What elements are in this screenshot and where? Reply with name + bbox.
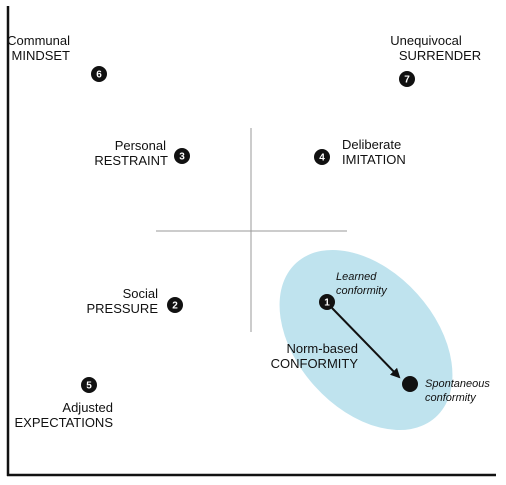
number-badge [81,377,97,393]
number-badge [314,149,330,165]
item-deliberate-imitation: 4 Deliberate IMITATION [314,137,406,167]
item-line1: Communal [7,33,70,48]
learned-conformity: Learned conformity 1 [319,271,401,379]
item-personal-restraint: Personal RESTRAINT 3 [94,138,190,168]
number-badge [319,294,335,310]
item-line1: Social [123,286,159,301]
item-line2: RESTRAINT [94,153,168,168]
group-line2: CONFORMITY [271,356,359,371]
end-dot [402,376,418,392]
item-line2: EXPECTATIONS [15,415,114,430]
item-communal-mindset: Communal MINDSET 6 [7,33,107,82]
item-line2: SURRENDER [399,48,481,63]
number-badge [167,297,183,313]
end-line2: conformity [425,392,477,404]
badge-number: 6 [96,70,102,81]
start-line1: Learned [336,271,377,283]
item-line1: Deliberate [342,137,401,152]
spontaneous-conformity: Spontaneous conformity [402,376,490,404]
conformity-ellipse [279,249,453,431]
item-unequivocal-surrender: Unequivocal SURRENDER 7 [390,33,481,87]
item-line1: Unequivocal [390,33,462,48]
item-line1: Personal [115,138,166,153]
item-line1: Adjusted [62,400,113,415]
start-line2: conformity [336,285,388,297]
end-line1: Spontaneous [425,378,490,390]
badge-number: 3 [179,152,185,163]
item-line2: IMITATION [342,152,406,167]
number-badge [174,148,190,164]
badge-number: 2 [172,301,178,312]
number-badge [91,66,107,82]
group-line1: Norm-based [286,341,358,356]
norm-based-conformity-label: Norm-based CONFORMITY [271,341,359,371]
conformity-arrow [331,307,401,379]
badge-number: 5 [86,381,92,392]
item-line2: PRESSURE [86,301,158,316]
badge-number: 4 [319,153,325,164]
item-adjusted-expectations: 5 Adjusted EXPECTATIONS [15,377,114,430]
badge-number: 7 [404,75,410,86]
badge-number: 1 [324,298,330,309]
item-social-pressure: Social PRESSURE 2 [86,286,183,316]
number-badge [399,71,415,87]
item-line2: MINDSET [12,48,71,63]
